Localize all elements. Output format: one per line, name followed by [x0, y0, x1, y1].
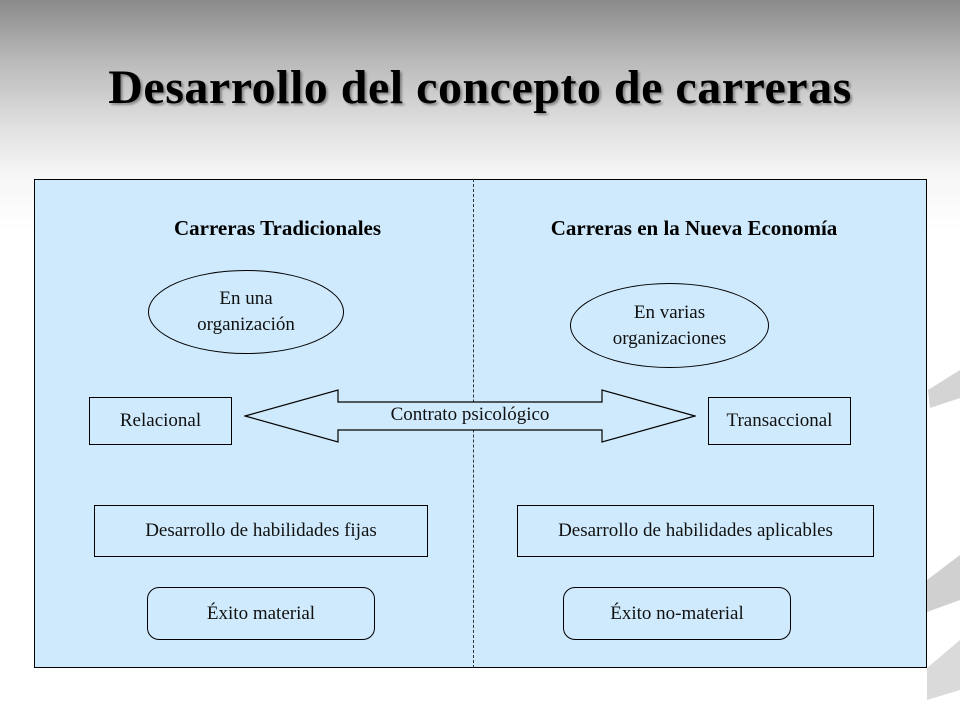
non-material-success-box: Éxito no-material [563, 587, 791, 640]
slide-title: Desarrollo del concepto de carreras [108, 61, 852, 114]
material-success-box: Éxito material [147, 587, 375, 640]
relational-box: Relacional [89, 397, 232, 445]
psychological-contract-label: Contrato psicológico [390, 404, 550, 425]
applicable-skills-box: Desarrollo de habilidades aplicables [517, 505, 874, 557]
right-scope-ellipse: En varias organizaciones [570, 283, 769, 368]
fixed-skills-box: Desarrollo de habilidades fijas [94, 505, 428, 557]
transactional-box: Transaccional [708, 397, 851, 445]
left-scope-ellipse: En una organización [148, 270, 344, 354]
left-column-heading: Carreras Tradicionales [173, 216, 382, 240]
double-arrow-icon [244, 389, 696, 443]
right-column-heading: Carreras en la Nueva Economía [550, 216, 838, 240]
